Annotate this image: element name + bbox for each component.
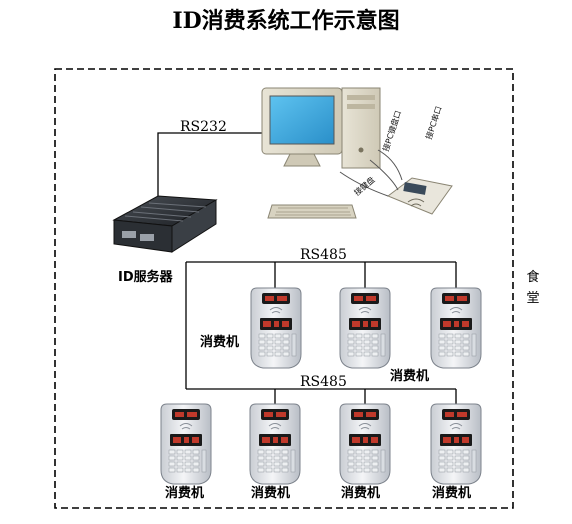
terminal-label: 消费机 [341, 485, 380, 501]
terminal-bottom-4 [430, 403, 482, 485]
terminal-top-2 [339, 287, 391, 369]
area-label-char-1: 食 [526, 269, 539, 285]
terminal-label: 消费机 [251, 485, 290, 501]
terminal-bottom-1 [160, 403, 212, 485]
terminal-top-1 [250, 287, 302, 369]
terminal-label: 消费机 [200, 334, 239, 350]
id-server [112, 195, 218, 253]
terminal-label: 消费机 [432, 485, 471, 501]
pc-cables [339, 149, 403, 197]
wiring [157, 132, 457, 404]
terminal-bottom-3 [339, 403, 391, 485]
server-label: ID服务器 [118, 269, 174, 285]
pc-monitor [261, 87, 343, 167]
terminal-label: 消费机 [165, 485, 204, 501]
diagram-title: ID消费系统工作示意图 [172, 8, 399, 34]
canteen-boundary [54, 68, 514, 509]
rs485-top-label: RS485 [300, 247, 347, 263]
rs232-label: RS232 [180, 119, 227, 135]
annotation-keyboard-port: 接PC键盘口 [380, 109, 403, 152]
area-label-char-2: 堂 [526, 291, 539, 306]
terminal-top-3 [430, 287, 482, 369]
terminal-label: 消费机 [390, 368, 429, 384]
terminal-bottom-2 [249, 403, 301, 485]
pc-tower [341, 87, 381, 169]
rs485-bottom-label: RS485 [300, 374, 347, 390]
annotation-serial-port: 接PC串口 [423, 105, 443, 141]
annotation-keyboard: 接键盘 [352, 174, 377, 197]
card-reader [386, 177, 453, 215]
keyboard [267, 204, 357, 219]
